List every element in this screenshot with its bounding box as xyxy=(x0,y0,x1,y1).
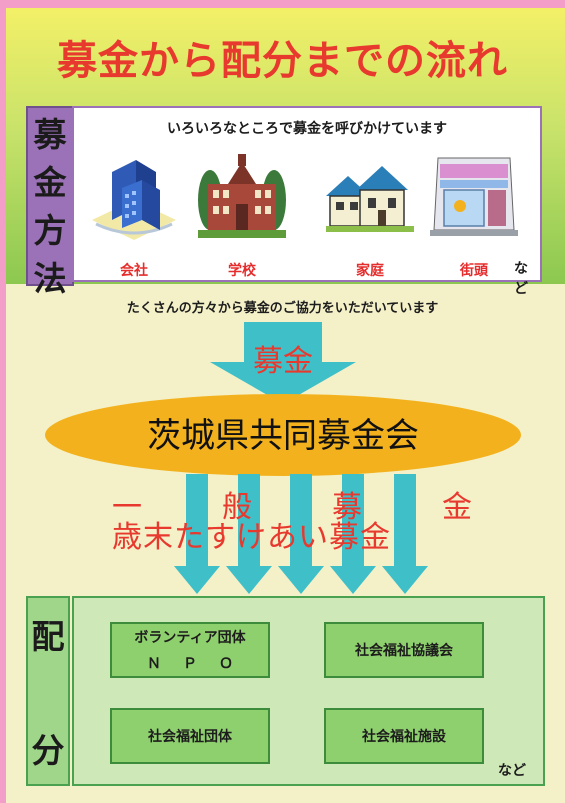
office-building-icon xyxy=(92,160,176,240)
thanks-text: たくさんの方々から募金のご協力をいただいています xyxy=(126,301,439,316)
storefront-icon xyxy=(430,157,518,236)
place-company: 会社 xyxy=(84,150,184,279)
place-street: 街頭 xyxy=(424,150,524,279)
place-label: 街頭 xyxy=(460,263,488,279)
page-title: 募金から配分までの流れ xyxy=(57,38,508,84)
organization-ellipse xyxy=(45,394,521,476)
recipient-social-welfare-facilities: 社会福祉施設 xyxy=(324,708,484,764)
distribution-panel: ボランティア団体 ＮＰＯ 社会福祉協議会 社会福祉団体 社会福祉施設 xyxy=(72,596,545,786)
methods-label-char: 方 xyxy=(33,211,67,250)
general-fund-char: 金 xyxy=(442,490,472,525)
distribution-label-char: 配 xyxy=(31,617,65,656)
distribution-etc: など xyxy=(498,763,526,779)
general-fund-char: 一 xyxy=(112,490,142,525)
year-end-fund-label: 歳末たすけあい募金 xyxy=(112,520,391,555)
donation-arrow-label: 募金 xyxy=(253,344,313,379)
general-fund-label: 一 般 募 金 xyxy=(112,482,472,526)
recipient-name: ボランティア団体 xyxy=(134,630,246,646)
donation-arrow-icon xyxy=(210,322,356,404)
houses-icon xyxy=(326,166,414,232)
distribution-label-char: 分 xyxy=(31,731,65,770)
pink-left-border xyxy=(0,0,6,803)
distribution-side-label: 配 分 xyxy=(26,596,70,786)
recipient-npo: ＮＰＯ xyxy=(147,656,255,672)
recipient-volunteer-groups: ボランティア団体 ＮＰＯ xyxy=(110,622,270,678)
methods-label-char: 募 xyxy=(33,115,67,154)
methods-label-char: 法 xyxy=(33,259,67,298)
pink-top-border xyxy=(0,0,565,8)
methods-label-char: 金 xyxy=(33,163,67,202)
recipient-social-welfare-groups: 社会福祉団体 xyxy=(110,708,270,764)
methods-heading: いろいろなところで募金を呼びかけています xyxy=(167,121,447,137)
place-school: 学校 xyxy=(192,150,292,279)
place-label: 学校 xyxy=(228,263,256,279)
place-label: 会社 xyxy=(120,263,148,279)
place-home: 家庭 xyxy=(320,150,420,279)
school-building-icon xyxy=(198,154,286,238)
general-fund-char: 般 xyxy=(222,490,252,525)
general-fund-char: 募 xyxy=(332,490,362,525)
recipient-name: 社会福祉施設 xyxy=(362,729,446,745)
recipient-social-welfare-council: 社会福祉協議会 xyxy=(324,622,484,678)
recipient-name: 社会福祉協議会 xyxy=(355,643,453,659)
place-label: 家庭 xyxy=(356,263,384,279)
methods-etc: など xyxy=(514,261,528,297)
methods-panel: いろいろなところで募金を呼びかけています 会社 xyxy=(72,106,542,297)
recipient-name: 社会福祉団体 xyxy=(148,729,232,745)
organization-name: 茨城県共同募金会 xyxy=(147,416,419,456)
